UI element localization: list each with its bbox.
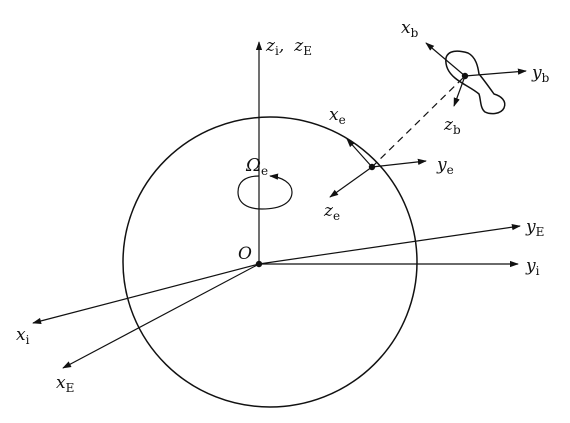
label-ye: ye (436, 155, 454, 177)
label-xi: xi (16, 325, 30, 347)
label-zi-zE: zi,zE (265, 36, 312, 58)
rotation-arrow (237, 173, 293, 210)
body-outline (445, 50, 506, 115)
label-xE: xE (56, 373, 74, 395)
axis-xb (425, 42, 466, 77)
label-zb: zb (443, 115, 461, 137)
axis-xi (32, 263, 260, 325)
axis-yE (258, 224, 521, 265)
label-xb: xb (401, 18, 419, 40)
label-omega: Ωe (245, 155, 268, 178)
axis-yb (464, 68, 527, 77)
axis-xe (346, 138, 373, 168)
axis-ye (371, 158, 427, 168)
position-dashed-line (371, 75, 466, 168)
label-ze: ze (323, 201, 340, 223)
axis-xE (62, 263, 260, 369)
axis-zb (453, 75, 466, 107)
surface-point (368, 163, 376, 171)
label-yb: yb (531, 63, 550, 85)
earth-circle (122, 116, 418, 408)
origin-point (255, 260, 263, 268)
label-origin: O (238, 244, 252, 264)
axis-ze (329, 166, 373, 198)
label-yE: yE (525, 217, 544, 239)
label-xe: xe (329, 105, 346, 127)
label-yi: yi (525, 256, 540, 278)
body-point (461, 72, 469, 80)
